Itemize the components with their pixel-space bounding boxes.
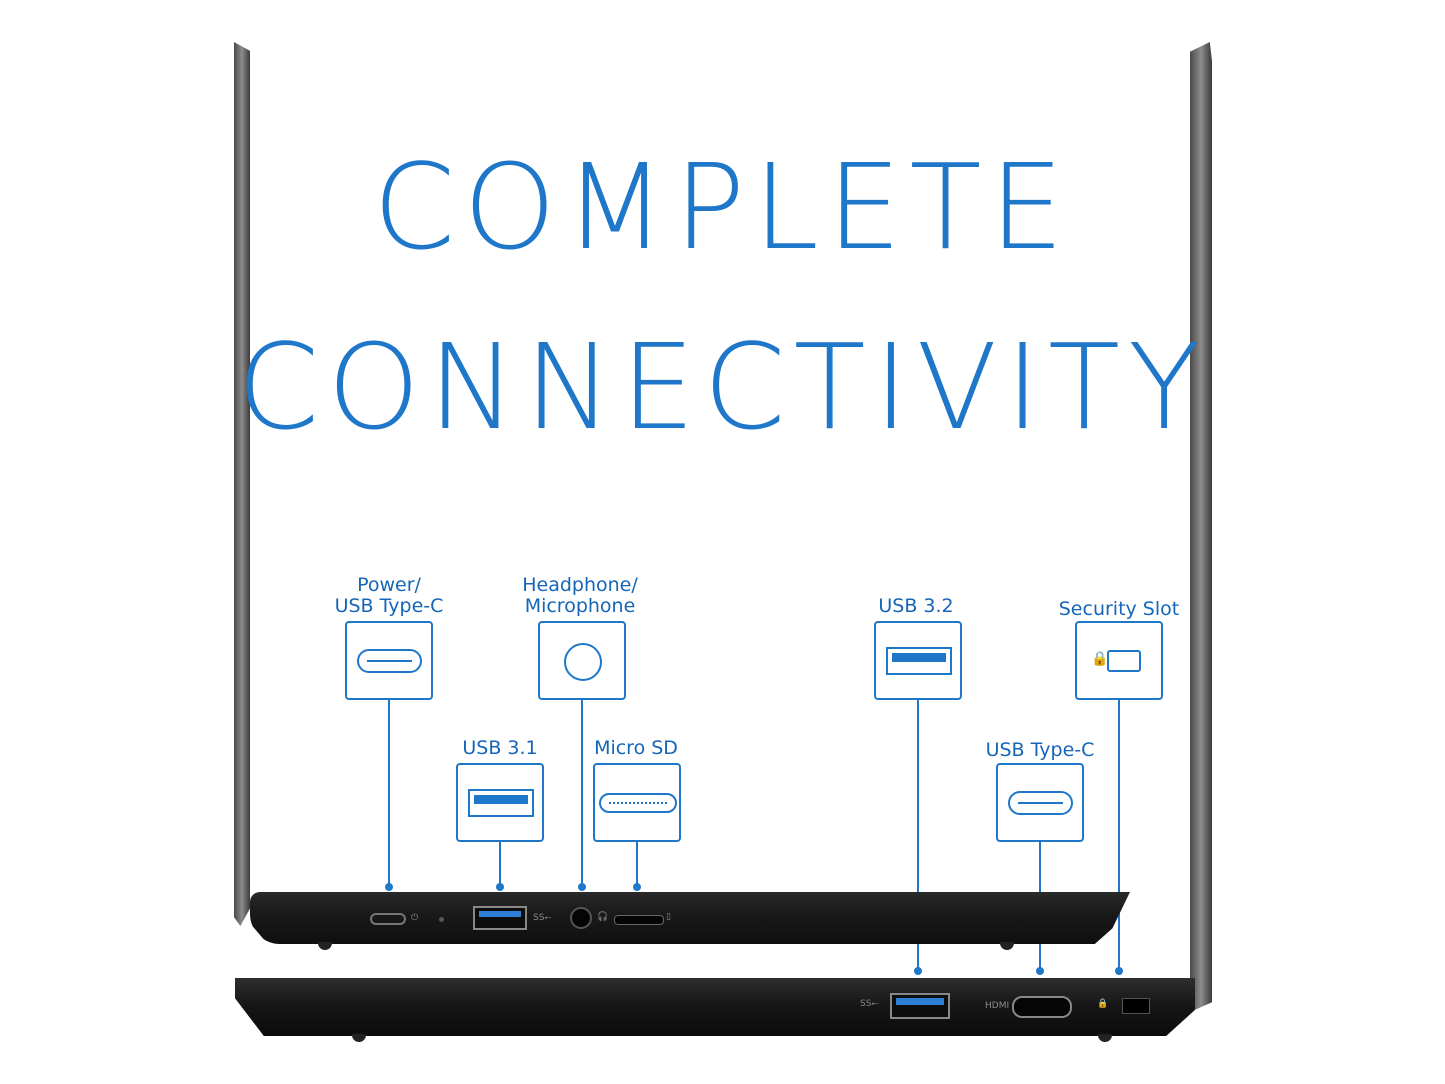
audio-jack-port <box>570 907 592 929</box>
power-glyph-icon: ⏻ <box>411 913 419 923</box>
usb31-callout-box <box>456 763 544 842</box>
lock-glyph-icon: 🔒 <box>1097 999 1109 1009</box>
ss-usb-glyph-icon: SS⭠ <box>533 913 552 923</box>
right-lid-edge <box>1190 42 1212 1012</box>
headphone-leader <box>581 700 583 885</box>
laptop-left-side <box>250 892 1130 944</box>
ss-usb-glyph-icon: SS⭠ <box>860 999 879 1009</box>
usb-a-port-icon <box>468 789 534 817</box>
power-usbc-label: Power/ USB Type-C <box>330 575 448 617</box>
hdmi-glyph-icon: HDMI <box>985 1001 1010 1011</box>
usbc-right-label: USB Type-C <box>985 739 1095 761</box>
power-usbc-dot <box>385 883 393 891</box>
usb31-dot <box>496 883 504 891</box>
usb32-label: USB 3.2 <box>878 595 954 617</box>
left-usbc-port <box>370 913 406 925</box>
power-usbc-label-line1: Power/ <box>357 574 421 596</box>
usb32-dot <box>914 967 922 975</box>
headphone-dot <box>578 883 586 891</box>
left-usba-port <box>473 906 527 930</box>
sd-glyph-icon: ▯ <box>666 912 671 922</box>
usb-c-port-icon <box>357 649 422 673</box>
microsd-port <box>614 915 664 925</box>
laptop-foot <box>352 1034 366 1042</box>
usbc-right-dot <box>1036 967 1044 975</box>
usb32-leader <box>917 700 919 970</box>
usbc-right-callout-box <box>996 763 1084 842</box>
laptop-foot <box>1000 942 1014 950</box>
security-leader <box>1118 700 1120 970</box>
security-label: Security Slot <box>1058 598 1180 620</box>
microsd-label: Micro SD <box>594 737 678 759</box>
security-dot <box>1115 967 1123 975</box>
headline-line2: CONNECTIVITY <box>236 318 1209 456</box>
power-usbc-label-line2: USB Type-C <box>334 595 444 617</box>
headphone-label-line2: Microphone <box>524 595 636 617</box>
headphone-callout-box <box>538 621 626 700</box>
security-callout-box: 🔒 <box>1075 621 1163 700</box>
lock-slot-icon <box>1107 650 1141 672</box>
laptop-foot <box>1098 1034 1112 1042</box>
microsd-leader <box>636 842 638 885</box>
usb-c-port-icon <box>1008 791 1073 815</box>
headphone-label: Headphone/ Microphone <box>515 575 645 617</box>
usb31-leader <box>499 842 501 885</box>
power-usbc-callout-box <box>345 621 433 700</box>
microsd-slot-icon <box>599 793 677 813</box>
usb31-label: USB 3.1 <box>462 737 538 759</box>
microsd-dot <box>633 883 641 891</box>
power-usbc-leader <box>388 700 390 885</box>
lock-icon: 🔒 <box>1091 651 1109 667</box>
microsd-callout-box <box>593 763 681 842</box>
headset-glyph-icon: 🎧 <box>597 912 609 922</box>
audio-jack-icon <box>564 643 602 681</box>
left-lid-edge <box>234 42 250 926</box>
right-usba-port <box>890 993 950 1019</box>
headphone-label-line1: Headphone/ <box>522 574 638 596</box>
right-usbc-port <box>1012 996 1072 1018</box>
usb32-callout-box <box>874 621 962 700</box>
usb-a-port-icon <box>886 647 952 675</box>
headline-line1: COMPLETE <box>372 138 1073 276</box>
security-lock-port <box>1122 998 1150 1014</box>
laptop-foot <box>318 942 332 950</box>
status-led <box>439 917 444 922</box>
